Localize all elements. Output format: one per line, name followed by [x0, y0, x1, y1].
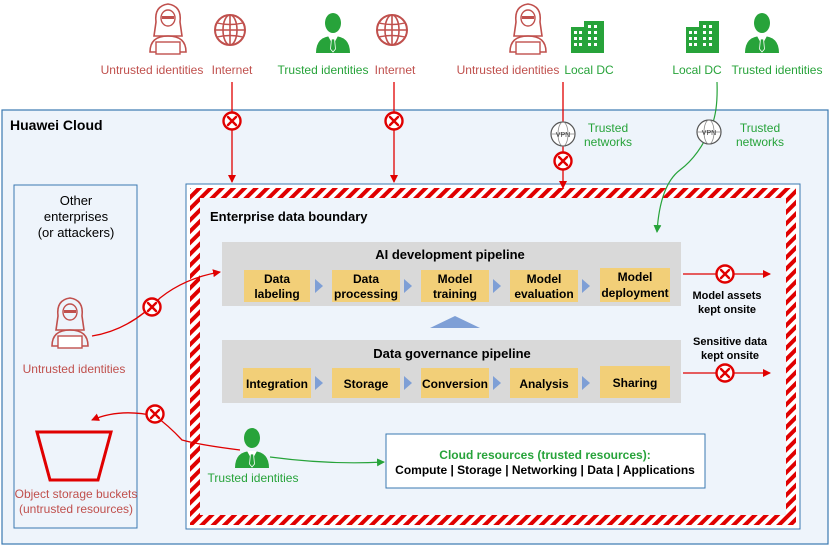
ai-pipeline-chevrons [315, 279, 590, 293]
ai-step-model-deployment: Model deployment [600, 268, 670, 302]
trusted-user-icon [744, 12, 780, 54]
other-enterprises-line2: enterprises [44, 209, 109, 224]
top-untrusted-identities-3: Untrusted identities [457, 63, 560, 77]
bucket-label-line2: (untrusted resources) [19, 502, 133, 516]
bucket-blocked-arrow [91, 412, 241, 451]
model-assets-note-line2: kept onsite [698, 304, 756, 316]
ai-step-4-line1: Model [527, 272, 562, 286]
blocked-icon [145, 404, 165, 424]
sensitive-data-note-line2: kept onsite [701, 350, 759, 362]
top-untrusted-identities-1: Untrusted identities [101, 63, 204, 77]
blocked-icon [222, 111, 242, 131]
trusted-networks-2-line2: networks [736, 135, 784, 149]
top-trusted-identities-4: Trusted identities [732, 63, 823, 77]
ai-step-1-line2: labeling [254, 287, 299, 301]
gov-step-analysis: Analysis [510, 368, 578, 398]
model-assets-note-line1: Model assets [692, 290, 761, 302]
trusted-vpn-arrow [653, 81, 718, 233]
up-triangle-icon [430, 316, 480, 328]
trusted-to-resources-arrow [269, 456, 385, 467]
ai-step-2-line1: Data [353, 272, 379, 286]
gov-step-storage: Storage [332, 368, 400, 398]
ai-step-5-line1: Model [618, 270, 653, 284]
blocked-icon [715, 264, 735, 284]
trusted-networks-1-line2: networks [584, 135, 632, 149]
other-enterprises-line1: Other [60, 193, 93, 208]
chevron-right-icon [404, 279, 412, 293]
gov-pipeline-chevrons [315, 376, 590, 390]
gov-step-3-label: Conversion [422, 377, 488, 391]
chevron-right-icon [493, 376, 501, 390]
untrusted-user-icon [509, 3, 547, 55]
vpn-label-2: VPN [702, 130, 716, 137]
ai-step-1-line1: Data [264, 272, 290, 286]
ai-step-2-line2: processing [334, 287, 398, 301]
top-local-dc-3: Local DC [564, 63, 614, 77]
ai-pipeline-title: AI development pipeline [375, 247, 525, 262]
blocked-icon [384, 111, 404, 131]
ai-step-3-line1: Model [438, 272, 473, 286]
trusted-identities-inside-label: Trusted identities [208, 471, 299, 485]
cloud-resources-box [385, 433, 706, 489]
vpn-label-1: VPN [556, 132, 570, 139]
trusted-networks-2-line1: Trusted [740, 121, 780, 135]
ai-step-data-labeling: Data labeling [244, 270, 310, 302]
left-untrusted-identities-label: Untrusted identities [23, 362, 126, 376]
other-enterprises-line3: (or attackers) [38, 225, 115, 240]
gov-pipeline-title: Data governance pipeline [373, 346, 531, 361]
blocked-icon [142, 297, 162, 317]
local-dc-building-icon [686, 21, 719, 53]
cloud-resources-title: Cloud resources (trusted resources): [439, 448, 650, 462]
local-dc-building-icon [571, 21, 604, 53]
untrusted-user-icon [149, 3, 187, 55]
boundary-title: Enterprise data boundary [210, 209, 368, 224]
chevron-right-icon [404, 376, 412, 390]
chevron-right-icon [315, 376, 323, 390]
internet-globe-icon [376, 14, 408, 46]
gov-step-4-label: Analysis [519, 377, 569, 391]
ai-step-3-line2: training [433, 287, 477, 301]
gov-step-2-label: Storage [344, 377, 389, 391]
ai-step-data-processing: Data processing [332, 270, 400, 302]
top-internet-1: Internet [212, 63, 253, 77]
bucket-label-line1: Object storage buckets [15, 487, 138, 501]
gov-step-1-label: Integration [246, 377, 308, 391]
ai-step-model-training: Model training [421, 270, 489, 302]
top-local-dc-4: Local DC [672, 63, 722, 77]
gov-step-integration: Integration [243, 368, 311, 398]
trusted-networks-1-line1: Trusted [588, 121, 628, 135]
ai-step-5-line2: deployment [601, 286, 668, 300]
attacker-blocked-arrow [91, 269, 221, 337]
trusted-user-icon [315, 12, 351, 54]
cloud-resources-items: Compute | Storage | Networking | Data | … [395, 463, 695, 477]
chevron-right-icon [582, 279, 590, 293]
chevron-right-icon [493, 279, 501, 293]
internet-globe-icon [214, 14, 246, 46]
chevron-right-icon [315, 279, 323, 293]
top-trusted-identities-2: Trusted identities [278, 63, 369, 77]
other-enterprises-box [13, 184, 138, 529]
ai-step-model-evaluation: Model evaluation [510, 270, 578, 302]
huawei-cloud-title: Huawei Cloud [10, 117, 103, 133]
top-internet-2: Internet [375, 63, 416, 77]
bucket-icon [35, 430, 113, 482]
gov-step-conversion: Conversion [421, 368, 489, 398]
gov-step-sharing: Sharing [600, 366, 670, 398]
chevron-right-icon [582, 376, 590, 390]
ai-step-4-line2: evaluation [514, 287, 573, 301]
sensitive-data-note-line1: Sensitive data [693, 336, 768, 348]
blocked-icon [553, 151, 573, 171]
gov-step-5-label: Sharing [613, 376, 658, 390]
blocked-icon [715, 363, 735, 383]
